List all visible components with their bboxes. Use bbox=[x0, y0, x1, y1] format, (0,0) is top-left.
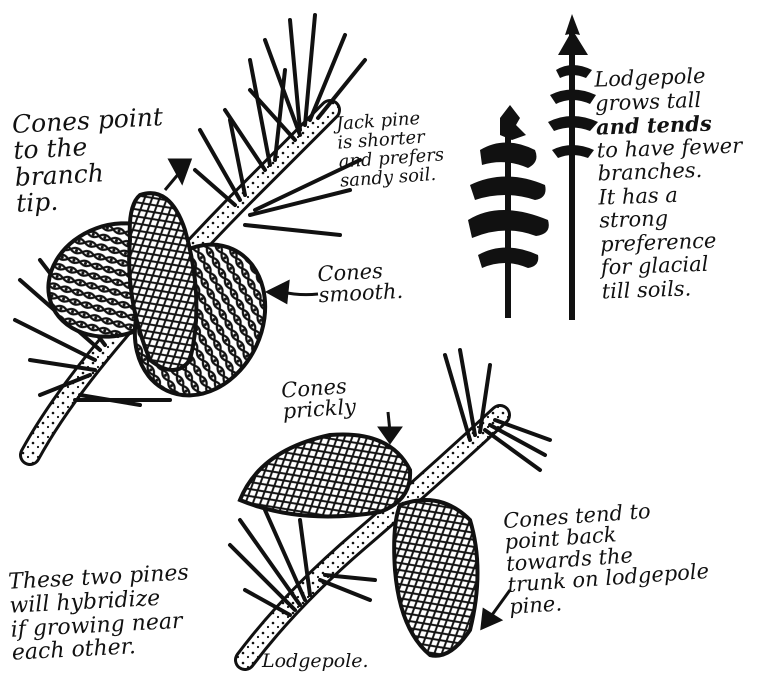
arrow-icon bbox=[380, 412, 400, 442]
cones-prickly-label: Cones prickly bbox=[281, 375, 357, 422]
lodgepole-cone bbox=[240, 434, 410, 516]
arrow-icon bbox=[482, 590, 510, 628]
lodgepole-cone bbox=[394, 500, 477, 656]
jack-pine-label: Jack pine is shorter and prefers sandy s… bbox=[335, 108, 446, 191]
label-line: smooth. bbox=[318, 281, 404, 306]
label-line: prickly bbox=[282, 396, 357, 422]
cones-smooth-label: Cones smooth. bbox=[317, 260, 404, 306]
cones-point-label: Cones point to the branch tip. bbox=[11, 104, 167, 217]
arrow-icon bbox=[268, 282, 318, 302]
jack-pine-tree bbox=[468, 105, 549, 318]
lodgepole-caption: Lodgepole. bbox=[262, 652, 369, 672]
arrow-icon bbox=[165, 160, 190, 190]
lodgepole-description-label: Lodgepole grows tall and tends to have f… bbox=[594, 64, 748, 304]
hybridize-label: These two pines will hybridize if growin… bbox=[8, 561, 193, 665]
lodgepole-branch bbox=[230, 350, 550, 660]
lodgepole-tree bbox=[548, 14, 598, 320]
cones-point-back-label: Cones tend to point back towards the tru… bbox=[503, 497, 712, 618]
